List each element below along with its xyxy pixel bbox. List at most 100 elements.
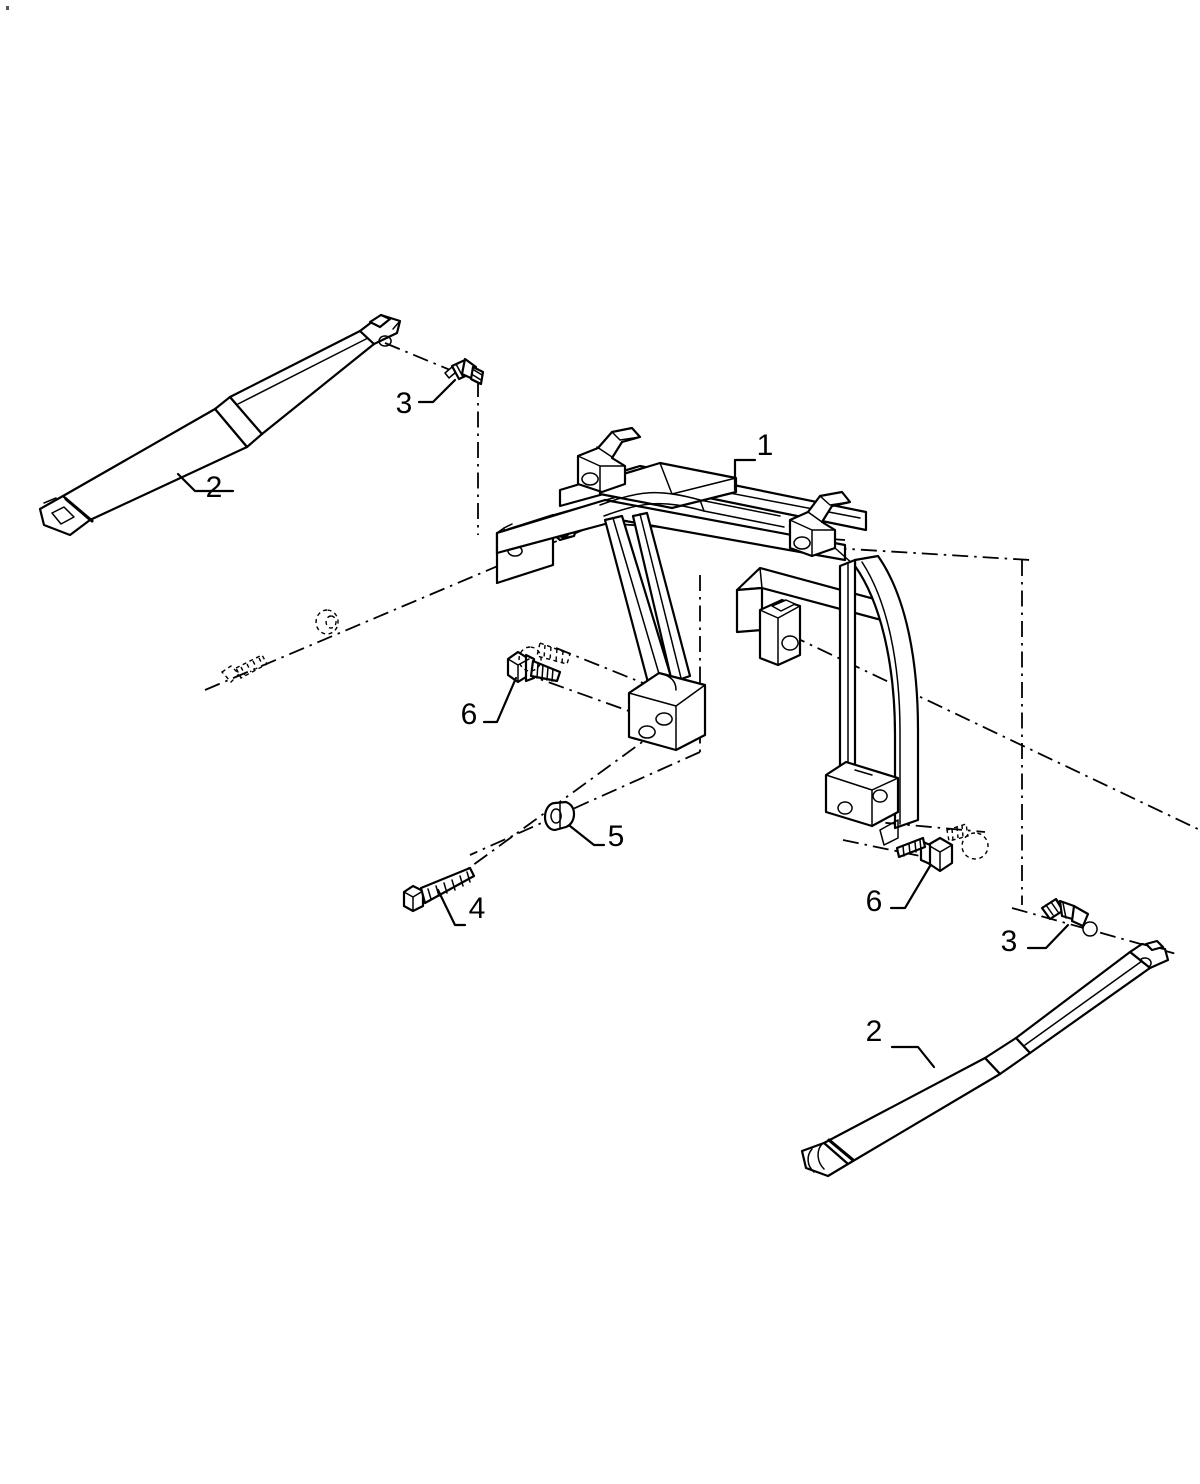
phantom-screw-left — [518, 642, 571, 672]
leader-line-3-left — [417, 378, 457, 404]
leader-callout-6-right — [889, 864, 932, 910]
callout-number-5: 5 — [608, 820, 625, 853]
strut-right-eye-notch — [1144, 939, 1165, 952]
frame-right-clevis-body — [758, 598, 802, 667]
pin-left-thread-lines — [471, 369, 483, 385]
frame-left-leg-inner-rib — [639, 513, 682, 679]
centerline-bolt6-left-upper — [555, 647, 691, 703]
frame-right-foot-hole-lower — [837, 801, 853, 815]
strut-left-socket-bore — [51, 506, 75, 525]
frame-right-arm-to-foot — [854, 769, 873, 776]
callout-number-2-right: 2 — [866, 1015, 883, 1048]
leader-line-4 — [436, 888, 467, 927]
frame-right-arm-outer — [853, 554, 920, 830]
leader-line-3-right — [1026, 923, 1070, 950]
strut-left-eye-notch — [368, 313, 392, 329]
callout-number-6-left: 6 — [461, 698, 478, 731]
frame-right-shelf-lip — [735, 586, 764, 634]
frame-left-hook-pin-hole — [581, 472, 599, 486]
leader-callout-3-right — [1026, 923, 1070, 950]
washer-bushing-item5 — [543, 800, 576, 832]
callout-number-3-right: 3 — [1001, 925, 1018, 958]
leader-callout-1 — [733, 458, 757, 492]
frame-left-hook-fold — [596, 446, 613, 458]
frame-left-hook-clevis — [576, 426, 642, 494]
strut-left-rod-highlight — [237, 337, 369, 405]
frame-left-foot-plate-top-edge — [675, 684, 706, 707]
frame-right-foot-hole-upper — [872, 789, 888, 803]
frame-inner-tube-top — [599, 491, 781, 517]
frame-center-pad-edge — [659, 462, 737, 495]
frame-right-clevis-hole — [781, 635, 799, 651]
callout-labels: 1 2 3 6 5 4 6 3 2 — [206, 387, 1018, 1048]
callout-number-1: 1 — [757, 429, 774, 462]
flanged-hex-bolt-right — [895, 836, 954, 873]
phantom-washer-bore — [325, 615, 337, 629]
frame-inner-tube-bottom — [603, 502, 785, 528]
strut-left-eye-edge — [392, 320, 401, 330]
strut-right-cap-seam — [827, 1138, 855, 1162]
frame-right-hook-fold — [807, 511, 823, 523]
leader-line-1 — [733, 458, 757, 492]
frame-right-shelf-fold — [759, 567, 763, 589]
centerline-box-diagonal — [469, 751, 701, 856]
phantom-bolt-head — [220, 665, 240, 684]
frame-right-hook-pin-hole — [793, 536, 811, 550]
centerline-strut-left-to-pin — [384, 342, 456, 373]
frame-left-foot-plate-round — [658, 672, 677, 691]
callout-number-2-left: 2 — [206, 471, 223, 504]
strut-right-rod-highlight — [1024, 960, 1143, 1046]
frame-right-clevis-slot — [771, 599, 796, 612]
callout-number-6-right: 6 — [866, 885, 883, 918]
ball-stud-pin-left — [444, 357, 485, 386]
main-frame-bracket-assembly — [495, 426, 920, 846]
strut-right-end-cap — [800, 1141, 850, 1178]
strut-right-cap-round1 — [807, 1148, 815, 1173]
leader-line-5 — [568, 824, 606, 847]
leader-callout-3-left — [417, 378, 457, 404]
frame-left-foot-plate — [627, 671, 707, 752]
gas-strut-upper-left — [38, 313, 402, 537]
phantom-bolt-thread — [235, 654, 268, 679]
frame-inner-tube-joint — [699, 499, 705, 512]
callout-number-3-left: 3 — [396, 387, 413, 420]
strut-left-socket-seam — [64, 497, 94, 523]
frame-right-clevis-top-edge — [777, 605, 801, 619]
frame-left-leg-rib — [612, 517, 663, 685]
leader-callout-2-right — [890, 1045, 936, 1069]
phantom-washer-outline — [315, 609, 339, 635]
centerline-right-arm-clevis — [789, 634, 1200, 831]
phantom-screw-right — [946, 823, 989, 860]
leader-callout-5 — [568, 824, 606, 847]
centerline-bolt6-right-upper — [854, 819, 986, 833]
leader-line-6-right — [889, 864, 932, 910]
frame-left-ear-flange-top — [503, 523, 513, 529]
pin-left-seam — [455, 363, 464, 378]
leader-callout-2-left — [176, 472, 235, 493]
frame-right-hook-clevis — [788, 490, 852, 558]
ball-stud-pin-right — [1040, 897, 1098, 937]
leader-line-6-left — [482, 676, 518, 724]
phantom-fasteners-left-diagonal — [220, 609, 339, 684]
frame-left-hook-tab-top — [611, 431, 641, 441]
bolt6-right-head-facets — [927, 844, 953, 872]
strut-left-socket-lip — [43, 497, 57, 504]
frame-right-foot-plate — [824, 760, 900, 828]
callout-number-4: 4 — [469, 892, 486, 925]
pin-right-seam — [1062, 902, 1067, 919]
strut-right-cap-round2 — [817, 1143, 825, 1170]
leader-line-2-left — [176, 472, 235, 493]
phantom-screw-thread-left — [536, 642, 571, 665]
phantom-screw-head-right — [961, 832, 989, 860]
leader-callout-4 — [436, 888, 467, 927]
pin-right-ball — [1082, 921, 1098, 937]
frame-right-hook-tab-top — [819, 495, 851, 506]
phantom-screw-thread-right — [946, 823, 969, 842]
bolt6-left-thread-ridges — [536, 662, 554, 682]
strut-left-eye-hole — [378, 335, 392, 347]
bolt6-right-thread-ridges — [902, 839, 922, 857]
frame-rail-edge-a — [552, 495, 621, 516]
